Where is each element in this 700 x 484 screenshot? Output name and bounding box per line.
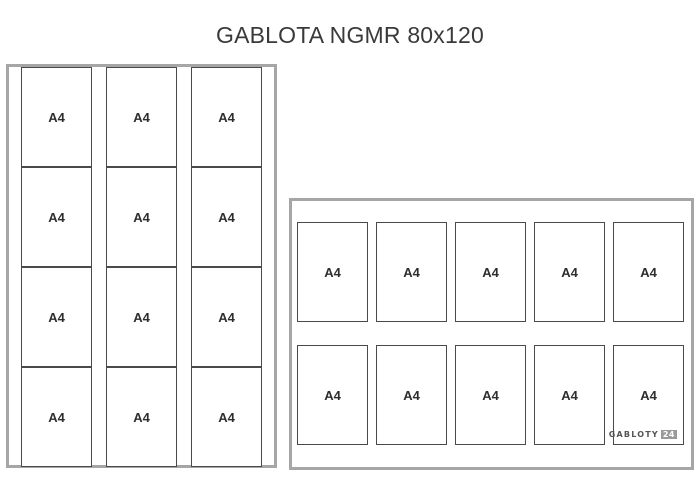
sheet-label: A4	[218, 409, 235, 425]
sheet-label: A4	[133, 209, 150, 225]
sheet-label: A4	[218, 209, 235, 225]
portrait-display-case: A4 A4 A4 A4 A4 A4 A4 A4 A4 A4 A4 A4	[6, 64, 277, 468]
sheet-label: A4	[218, 309, 235, 325]
sheet-label: A4	[48, 409, 65, 425]
a4-sheet: A4	[21, 167, 92, 267]
a4-sheet: A4	[534, 345, 605, 445]
a4-sheet: A4	[106, 367, 177, 467]
sheet-label: A4	[324, 387, 341, 403]
sheet-label: A4	[133, 409, 150, 425]
a4-sheet: A4	[376, 345, 447, 445]
sheet-label: A4	[403, 264, 420, 280]
sheet-label: A4	[324, 264, 341, 280]
a4-sheet: A4	[106, 167, 177, 267]
a4-sheet: A4	[106, 67, 177, 167]
sheet-label: A4	[482, 387, 499, 403]
sheet-label: A4	[48, 209, 65, 225]
a4-sheet: A4	[191, 367, 262, 467]
diagram-title: GABLOTA NGMR 80x120	[216, 22, 484, 48]
a4-sheet: A4	[613, 222, 684, 322]
sheet-label: A4	[561, 387, 578, 403]
a4-sheet: A4	[191, 167, 262, 267]
sheet-label: A4	[218, 109, 235, 125]
portrait-column-3: A4 A4 A4 A4	[191, 67, 262, 467]
a4-sheet: A4	[455, 345, 526, 445]
a4-sheet: A4	[297, 345, 368, 445]
a4-sheet: A4	[191, 267, 262, 367]
sheet-label: A4	[48, 309, 65, 325]
logo-number: 24	[660, 430, 677, 439]
sheet-label: A4	[403, 387, 420, 403]
sheet-label: A4	[482, 264, 499, 280]
sheet-label: A4	[561, 264, 578, 280]
a4-sheet: A4	[376, 222, 447, 322]
portrait-column-1: A4 A4 A4 A4	[21, 67, 92, 467]
a4-sheet: A4	[21, 267, 92, 367]
portrait-column-2: A4 A4 A4 A4	[106, 67, 177, 467]
sheet-label: A4	[133, 109, 150, 125]
sheet-label: A4	[48, 109, 65, 125]
sheet-label: A4	[640, 264, 657, 280]
a4-sheet: A4	[106, 267, 177, 367]
a4-sheet: A4	[191, 67, 262, 167]
a4-sheet: A4	[297, 222, 368, 322]
logo-text: GABLOTY	[608, 430, 659, 439]
a4-sheet: A4	[455, 222, 526, 322]
a4-sheet: A4	[21, 367, 92, 467]
a4-sheet: A4	[21, 67, 92, 167]
sheet-label: A4	[640, 387, 657, 403]
a4-sheet: A4	[534, 222, 605, 322]
sheet-label: A4	[133, 309, 150, 325]
